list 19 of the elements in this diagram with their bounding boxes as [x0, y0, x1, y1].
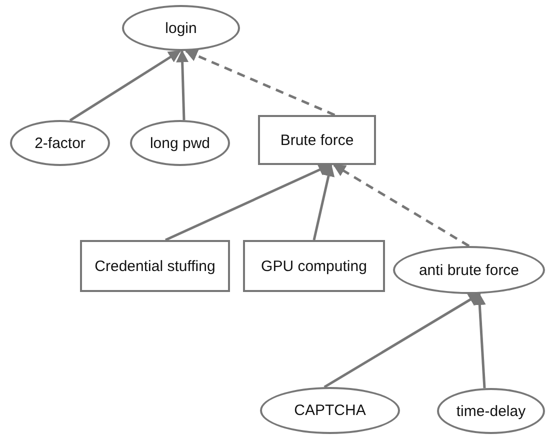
node-label: login	[165, 20, 197, 36]
process-box	[243, 240, 385, 292]
arrow	[69, 50, 182, 122]
node-label: GPU computing	[261, 258, 367, 274]
node-label: 2-factor	[34, 134, 86, 152]
arrow	[473, 292, 486, 388]
node-label: Credential stuffing	[94, 258, 216, 274]
node-label: anti brute force	[418, 262, 520, 278]
node-label: CAPTCHA	[294, 402, 366, 419]
arrow	[164, 164, 332, 242]
node-label: Brute force	[280, 132, 354, 148]
process-box	[258, 115, 376, 165]
node-label: long pwd	[150, 134, 210, 152]
arrow	[184, 50, 336, 116]
node-label: time-delay	[456, 402, 526, 420]
process-box	[80, 240, 230, 292]
arrow	[332, 164, 470, 248]
arrow	[176, 50, 189, 120]
arrow	[312, 164, 335, 240]
